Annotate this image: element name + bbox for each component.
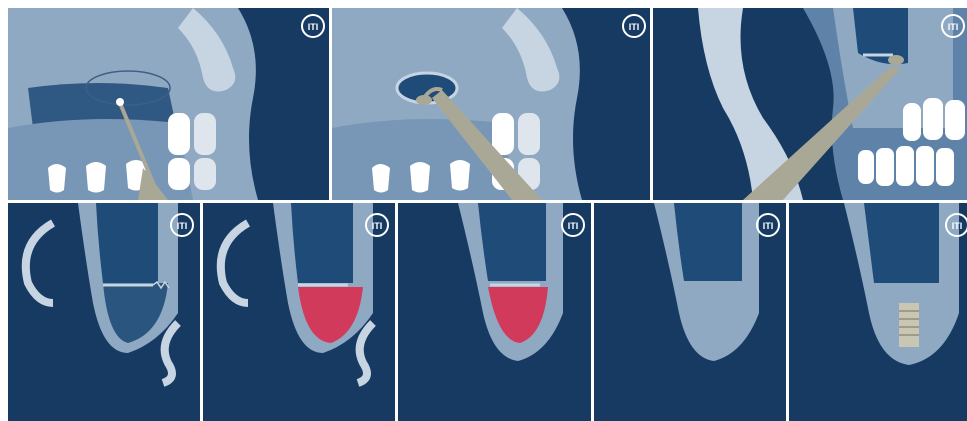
svg-text:ITI: ITI: [952, 221, 963, 231]
panel-4-elevated-membrane: ITI: [8, 203, 200, 421]
svg-text:ITI: ITI: [763, 221, 774, 231]
svg-text:ITI: ITI: [568, 221, 579, 231]
svg-text:ITI: ITI: [372, 221, 383, 231]
dental-implant: [899, 303, 919, 347]
panel-6-graft-filled: ITI: [398, 203, 591, 421]
panel-8-implant-placed: ITI: [789, 203, 967, 421]
panel-2-window-opened: ITI: [332, 8, 650, 200]
panel-7-healed-bone: ITI: [594, 203, 786, 421]
svg-text:ITI: ITI: [177, 221, 188, 231]
svg-text:ITI: ITI: [308, 22, 319, 32]
svg-text:ITI: ITI: [948, 22, 959, 32]
svg-text:ITI: ITI: [629, 22, 640, 32]
panel-3-membrane-elevation: ITI: [653, 8, 967, 200]
panel-5-graft-placement: ITI: [203, 203, 395, 421]
panel-1-window-outline: ITI: [8, 8, 329, 200]
